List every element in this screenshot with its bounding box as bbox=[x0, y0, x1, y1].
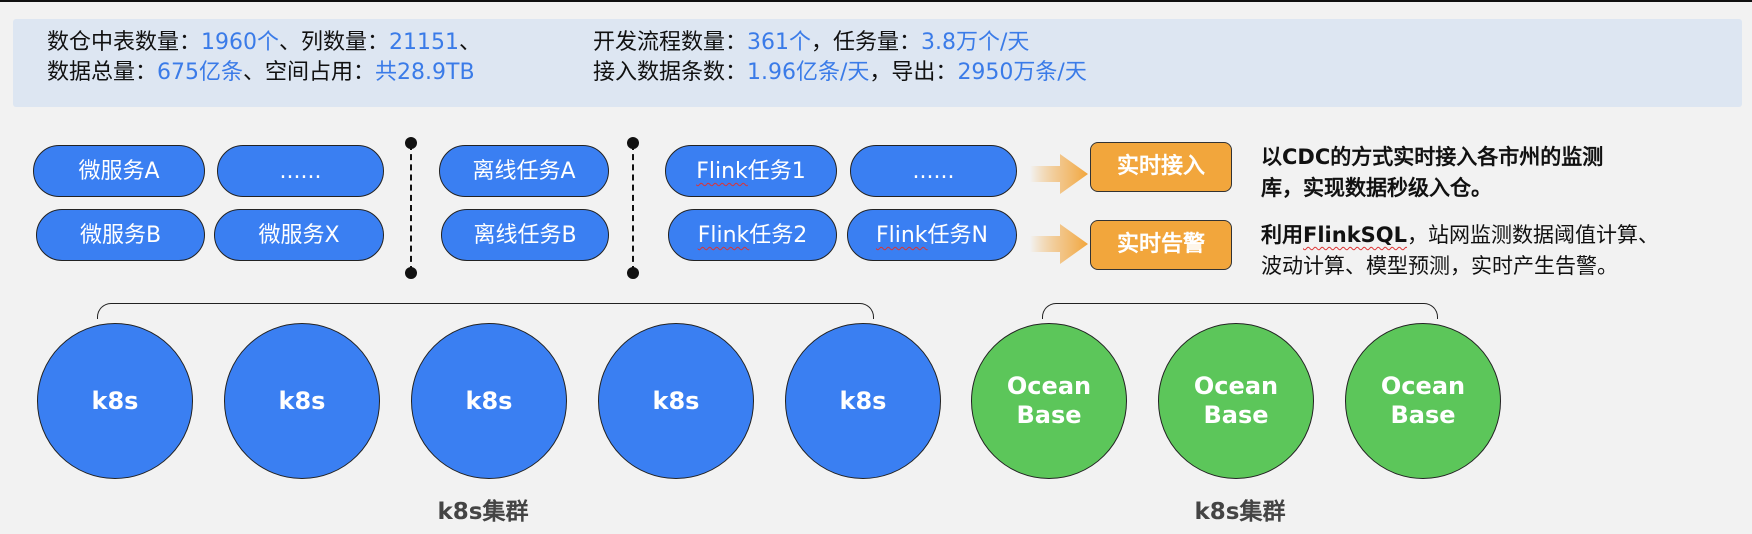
stats-banner: 数仓中表数量：1960个、列数量：21151、 数据总量：675亿条、空间占用：… bbox=[13, 19, 1742, 107]
description-bold: 利用 bbox=[1261, 223, 1303, 247]
group-divider bbox=[410, 144, 412, 272]
node-label: k8s bbox=[652, 386, 700, 415]
node-label: Ocean bbox=[1193, 372, 1279, 400]
divider-dot bbox=[627, 137, 639, 149]
flink-task-more[interactable]: ...... bbox=[850, 145, 1017, 197]
description-line: 库，实现数据秒级入仓。 bbox=[1261, 176, 1492, 200]
offline-task-a[interactable]: 离线任务A bbox=[439, 145, 609, 197]
description-line: 波动计算、模型预测，实时产生告警。 bbox=[1261, 254, 1618, 278]
node-label: k8s bbox=[91, 386, 139, 415]
stat-label: 、 bbox=[459, 30, 482, 55]
stat-label: 开发流程数量： bbox=[593, 30, 748, 55]
stat-label: 数仓中表数量： bbox=[47, 30, 202, 55]
right-arrow-icon bbox=[1030, 154, 1088, 194]
k8s-cluster-bracket bbox=[97, 303, 874, 319]
box-label: 实时接入 bbox=[1116, 154, 1205, 179]
k8s-cluster-label: k8s集群 bbox=[437, 499, 529, 525]
microservice-b[interactable]: 微服务B bbox=[36, 209, 205, 261]
box-label: 实时告警 bbox=[1116, 232, 1205, 257]
k8s-node[interactable]: k8s bbox=[598, 323, 754, 479]
description-keyword: FlinkSQL bbox=[1303, 223, 1408, 247]
pill-label: 离线任务B bbox=[473, 223, 577, 248]
stat-label: 接入数据条数： bbox=[593, 60, 748, 85]
k8s-node[interactable]: k8s bbox=[785, 323, 941, 479]
stats-right-line1: 开发流程数量：361个，任务量：3.8万个/天 bbox=[593, 28, 1029, 58]
divider-dot bbox=[405, 137, 417, 149]
microservice-x[interactable]: 微服务X bbox=[214, 209, 384, 261]
pill-label: 任务1 bbox=[747, 159, 806, 184]
pill-label-prefix: Flink bbox=[875, 223, 928, 248]
stat-value-export-rows: 2950万条/天 bbox=[957, 60, 1087, 85]
description-text: ，站网监测数据阈值计算、 bbox=[1407, 223, 1660, 247]
k8s-node[interactable]: k8s bbox=[224, 323, 380, 479]
stats-right-line2: 接入数据条数：1.96亿条/天，导出：2950万条/天 bbox=[593, 58, 1087, 88]
node-label: k8s bbox=[278, 386, 326, 415]
oceanbase-cluster-bracket bbox=[1042, 303, 1438, 319]
stat-value-ingest-rows: 1.96亿条/天 bbox=[747, 60, 870, 85]
pill-label: 微服务A bbox=[78, 159, 160, 184]
ingest-description: 以CDC的方式实时接入各市州的监测 库，实现数据秒级入仓。 bbox=[1261, 142, 1603, 204]
stats-left-line1: 数仓中表数量：1960个、列数量：21151、 bbox=[47, 28, 481, 58]
stat-value-total-rows: 675亿条 bbox=[157, 60, 244, 85]
pill-label: ...... bbox=[912, 159, 955, 184]
node-label: Ocean bbox=[1006, 372, 1092, 400]
realtime-alert-box[interactable]: 实时告警 bbox=[1090, 220, 1232, 270]
description-line: 利用FlinkSQL，站网监测数据阈值计算、 bbox=[1261, 220, 1659, 251]
stat-value-storage: 共28.9TB bbox=[375, 60, 475, 85]
node-label: k8s bbox=[465, 386, 513, 415]
microservice-a[interactable]: 微服务A bbox=[33, 145, 205, 197]
k8s-node[interactable]: k8s bbox=[411, 323, 567, 479]
flink-task-2[interactable]: Flink任务2 bbox=[668, 209, 837, 261]
microservice-more[interactable]: ...... bbox=[217, 145, 384, 197]
node-label: Base bbox=[1203, 401, 1269, 429]
oceanbase-cluster-label: k8s集群 bbox=[1194, 499, 1286, 525]
k8s-node[interactable]: k8s bbox=[37, 323, 193, 479]
divider-dot bbox=[627, 267, 639, 279]
pill-label: 任务2 bbox=[749, 223, 808, 248]
alert-description: 利用FlinkSQL，站网监测数据阈值计算、 波动计算、模型预测，实时产生告警。 bbox=[1261, 220, 1659, 282]
pill-label: 离线任务A bbox=[472, 159, 576, 184]
offline-task-b[interactable]: 离线任务B bbox=[441, 209, 609, 261]
right-arrow-icon bbox=[1030, 224, 1088, 264]
stat-label: 数据总量： bbox=[47, 60, 158, 85]
group-divider bbox=[632, 144, 634, 272]
node-label: k8s bbox=[839, 386, 887, 415]
stat-label: ，导出： bbox=[869, 60, 958, 85]
stat-value-flow-count: 361个 bbox=[747, 30, 812, 55]
pill-label: 微服务X bbox=[258, 223, 340, 248]
stat-label: 、列数量： bbox=[279, 30, 390, 55]
stat-value-column-count: 21151 bbox=[389, 30, 460, 55]
node-label: Ocean bbox=[1380, 372, 1466, 400]
stat-value-task-volume: 3.8万个/天 bbox=[921, 30, 1030, 55]
pill-label-prefix: Flink bbox=[696, 159, 748, 184]
flink-task-n[interactable]: Flink任务N bbox=[847, 209, 1017, 261]
flink-task-1[interactable]: Flink任务1 bbox=[665, 145, 837, 197]
stat-value-table-count: 1960个 bbox=[201, 30, 280, 55]
description-line: 以CDC的方式实时接入各市州的监测 bbox=[1261, 145, 1604, 169]
stat-label: ，任务量： bbox=[811, 30, 922, 55]
divider-dot bbox=[405, 267, 417, 279]
pill-label-prefix: Flink bbox=[697, 223, 750, 248]
stats-left-line2: 数据总量：675亿条、空间占用：共28.9TB bbox=[47, 58, 475, 88]
pill-label: ...... bbox=[279, 159, 322, 184]
pill-label: 任务N bbox=[927, 223, 989, 248]
node-label: Base bbox=[1390, 401, 1456, 429]
pill-label: 微服务B bbox=[79, 223, 162, 248]
stat-label: 、空间占用： bbox=[243, 60, 376, 85]
node-label: Base bbox=[1016, 401, 1082, 429]
top-border bbox=[0, 0, 1752, 2]
realtime-ingest-box[interactable]: 实时接入 bbox=[1090, 142, 1232, 192]
